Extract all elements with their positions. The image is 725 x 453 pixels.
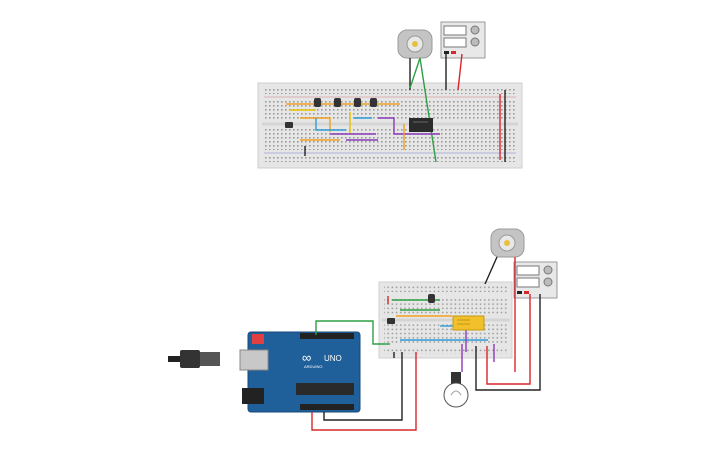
bottom-breadboard[interactable] [378, 281, 513, 359]
lightbulb-icon[interactable] [443, 372, 469, 408]
arduino-brand-label: ARDUINO [304, 364, 322, 369]
arduino-logo: ∞ [302, 350, 311, 365]
ic-chip-icon[interactable] [409, 118, 433, 132]
arduino-board-label: UNO [324, 354, 342, 363]
dc-motor-icon[interactable] [397, 29, 433, 59]
arduino-board-icon[interactable]: ∞ UNO ARDUINO [239, 331, 361, 413]
power-supply-icon[interactable] [513, 261, 558, 299]
power-supply-icon[interactable] [440, 21, 486, 59]
transistor-icon[interactable] [387, 294, 435, 324]
dc-motor-icon[interactable] [490, 228, 525, 258]
top-breadboard[interactable] [257, 82, 523, 169]
transistor-icon[interactable] [285, 98, 377, 128]
bottom-circuit: ∞ UNO ARDUINO [168, 228, 558, 431]
usb-cable-icon [168, 350, 220, 368]
top-wires [286, 53, 506, 163]
top-circuit [257, 21, 523, 169]
bottom-wires [311, 256, 541, 431]
relay-icon[interactable] [452, 315, 485, 331]
